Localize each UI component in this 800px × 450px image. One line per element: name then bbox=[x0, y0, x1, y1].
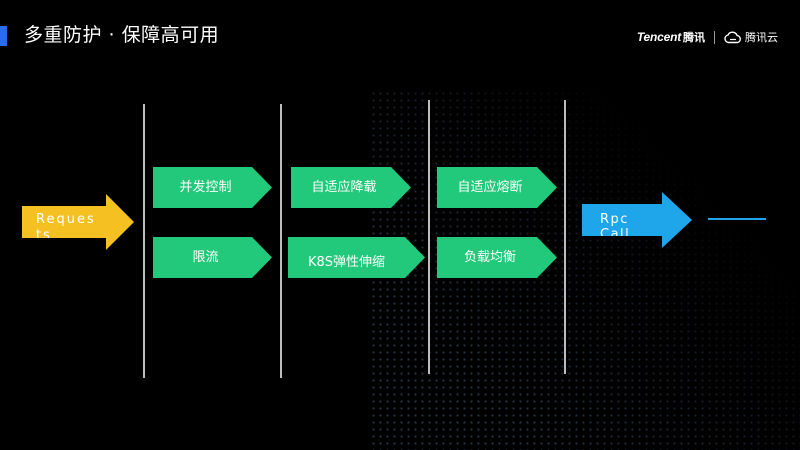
output-line bbox=[708, 218, 766, 220]
dot-pattern-background bbox=[370, 90, 800, 450]
stage-label: K8S弹性伸缩 bbox=[308, 255, 386, 270]
stage-arrow-rate-limit: 限流 bbox=[153, 237, 272, 278]
stage-label: 自适应降载 bbox=[311, 179, 377, 195]
stage-label: 自适应熔断 bbox=[457, 179, 523, 195]
brand-cloud-text: 腾讯云 bbox=[745, 31, 778, 44]
stage-divider bbox=[280, 104, 282, 378]
stage-label: 并发控制 bbox=[179, 179, 232, 195]
stage-arrow-load-balancing: 负载均衡 bbox=[437, 237, 557, 278]
page-title: 多重防护 · 保障高可用 bbox=[24, 24, 220, 46]
stage-label: 限流 bbox=[192, 249, 219, 265]
stage-arrow-adaptive-load-shedding: 自适应降载 bbox=[291, 167, 411, 208]
stage-label: 负载均衡 bbox=[463, 249, 516, 265]
cloud-icon bbox=[724, 31, 741, 44]
requests-arrow: Requests bbox=[22, 194, 134, 250]
stage-arrow-concurrency-control: 并发控制 bbox=[153, 167, 272, 208]
brand-divider bbox=[714, 30, 715, 44]
brand-tencent-wordmark: Tencent bbox=[636, 30, 681, 44]
stage-arrow-adaptive-circuit-breaker: 自适应熔断 bbox=[437, 167, 557, 208]
stage-divider bbox=[564, 100, 566, 374]
stage-arrow-k8s-autoscaling: K8S弹性伸缩 bbox=[288, 237, 425, 278]
stage-divider bbox=[428, 100, 430, 374]
brand-logo: Tencent 腾讯 腾讯云 bbox=[637, 28, 778, 46]
stage-divider bbox=[143, 104, 145, 378]
title-accent-bar bbox=[0, 26, 7, 46]
brand-tencent-cn: 腾讯 bbox=[683, 31, 705, 44]
requests-label: Requests bbox=[36, 212, 96, 243]
